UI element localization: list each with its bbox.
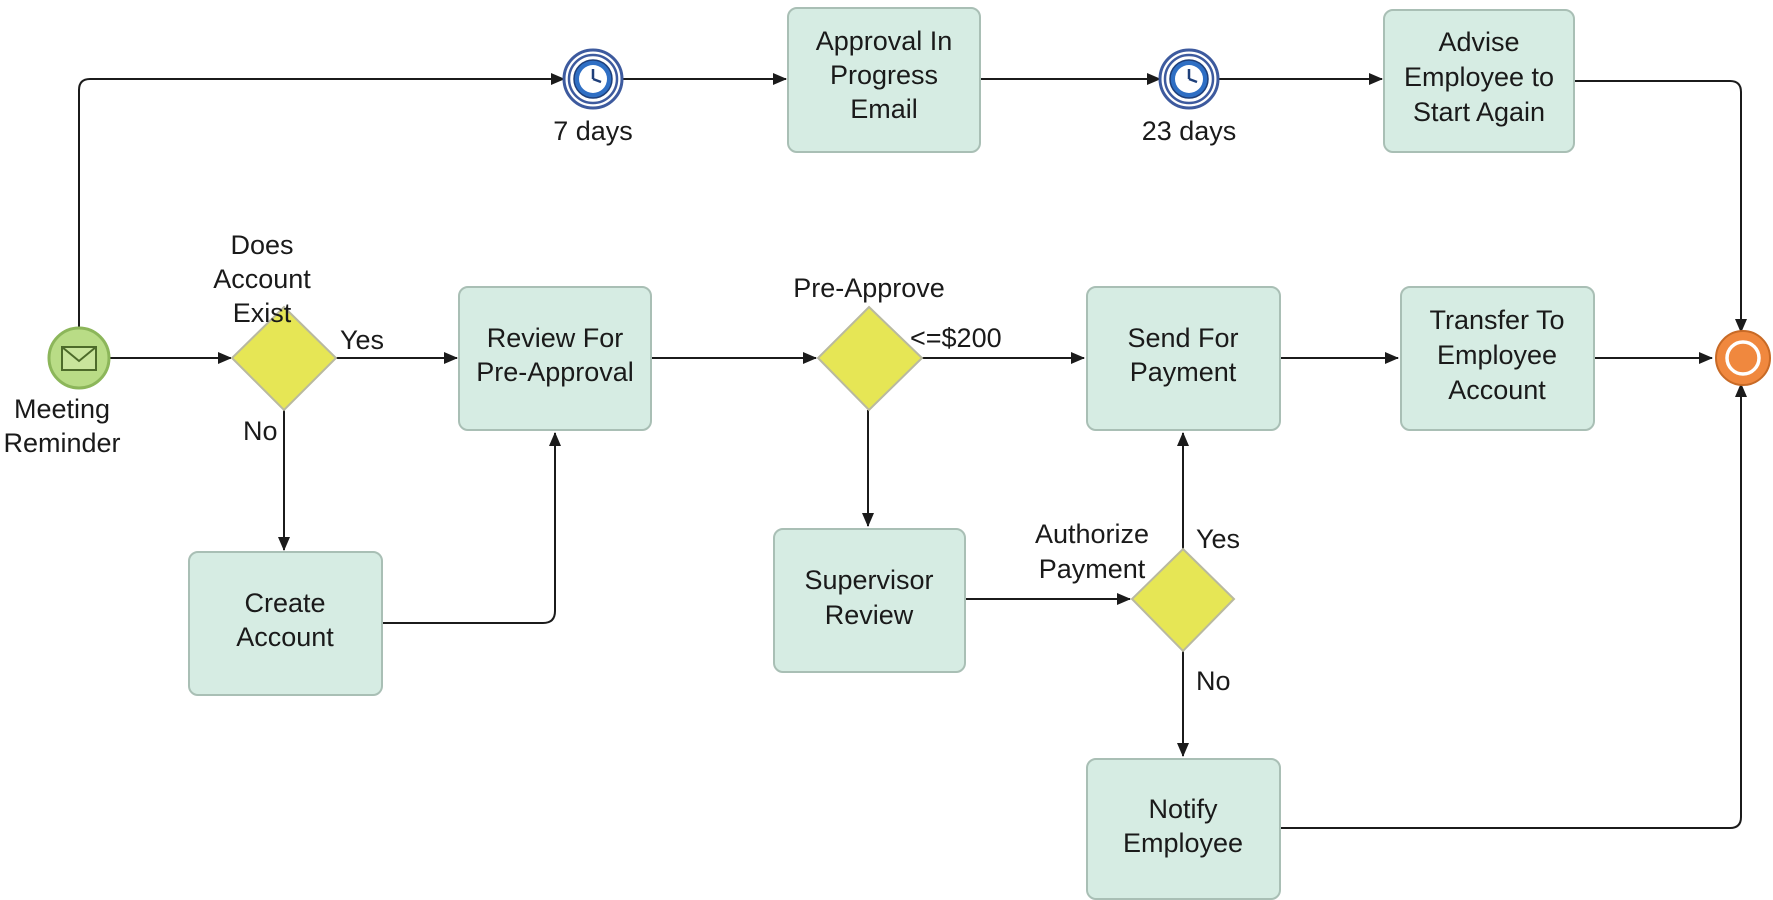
gateway-label-line: Payment (1039, 554, 1146, 584)
gateway-label-line: Account (213, 264, 311, 294)
task-label-line: Account (1448, 375, 1546, 405)
clock-icon (1158, 48, 1220, 110)
task-label-line: Progress (830, 60, 938, 90)
flow-notify-to-end (1280, 383, 1747, 829)
gateway-label: Pre-Approve (793, 273, 945, 303)
gateway-label-line: Exist (233, 298, 292, 328)
task-label-line: Notify (1148, 794, 1218, 824)
task-label-line: Approval In (816, 26, 953, 56)
task-label-line: Review (825, 600, 914, 630)
clock-icon (562, 48, 624, 110)
timer-label: 23 days (1142, 116, 1237, 146)
flow-label-yes: Yes (1196, 524, 1240, 554)
envelope-icon (61, 346, 97, 371)
sequence-flows (78, 73, 1747, 829)
flow-labels: Yes No <=$200 Yes No (243, 323, 1240, 696)
start-event-label-line: Reminder (3, 428, 120, 458)
task-send-for-payment[interactable]: Send For Payment (1086, 286, 1281, 431)
gateway-does-account-exist[interactable]: Does Account Exist (213, 230, 338, 412)
gateway-label-line: Authorize (1035, 519, 1149, 549)
task-label-line: Advise (1438, 27, 1519, 57)
flow-label-yes: Yes (340, 325, 384, 355)
timer-event-7-days: 7 days (553, 48, 633, 146)
task-transfer-to-employee-account[interactable]: Transfer To Employee Account (1400, 286, 1595, 431)
timer-label: 7 days (553, 116, 633, 146)
start-event-label-line: Meeting (14, 394, 110, 424)
task-label-line: Send For (1127, 323, 1238, 353)
flow-label-under-200: <=$200 (910, 323, 1002, 353)
task-label-line: Supervisor (804, 565, 933, 595)
start-event-meeting-reminder[interactable]: Meeting Reminder (3, 326, 121, 458)
flow-advise-to-end (1574, 80, 1747, 333)
task-advise-employee[interactable]: Advise Employee to Start Again (1383, 9, 1575, 153)
task-label-line: Employee (1437, 340, 1557, 370)
task-notify-employee[interactable]: Notify Employee (1086, 758, 1281, 900)
task-label-line: Email (850, 94, 918, 124)
task-review-for-pre-approval[interactable]: Review For Pre-Approval (458, 286, 652, 431)
task-label-line: Employee to (1404, 62, 1554, 92)
timer-event-23-days: 23 days (1142, 48, 1237, 146)
task-label-line: Start Again (1413, 97, 1545, 127)
task-label-line: Account (236, 622, 334, 652)
task-supervisor-review[interactable]: Supervisor Review (773, 528, 966, 673)
flow-create-to-review (382, 432, 561, 624)
task-label-line: Payment (1130, 357, 1237, 387)
gateway-label-line: Does (230, 230, 293, 260)
task-label-line: Transfer To (1429, 305, 1564, 335)
gateway-pre-approve[interactable]: Pre-Approve (793, 273, 945, 412)
gateway-authorize-payment[interactable]: Authorize Payment (1035, 519, 1236, 653)
flow-label-no: No (1196, 666, 1231, 696)
task-label-line: Review For (487, 323, 624, 353)
end-event-icon[interactable] (1715, 330, 1771, 386)
flow-start-to-timer7 (78, 73, 565, 328)
task-label-line: Create (244, 588, 325, 618)
task-create-account[interactable]: Create Account (188, 551, 383, 696)
task-label-line: Pre-Approval (476, 357, 634, 387)
task-label-line: Employee (1123, 828, 1243, 858)
flow-label-no: No (243, 416, 278, 446)
task-approval-in-progress-email[interactable]: Approval In Progress Email (787, 7, 981, 153)
